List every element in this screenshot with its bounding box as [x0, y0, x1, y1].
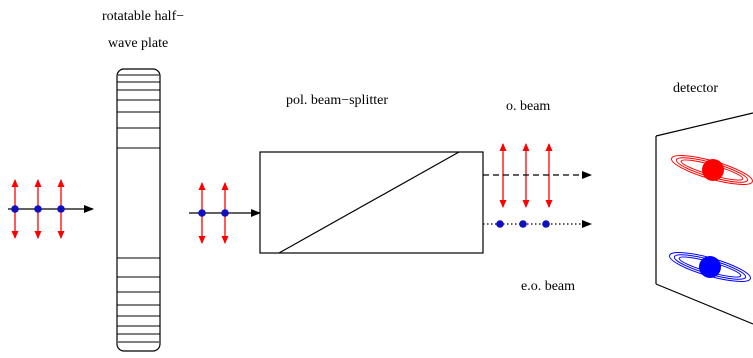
middle-dots — [198, 209, 229, 217]
beam-splitter — [259, 151, 484, 254]
o-beam-polarization-arrows-icon — [499, 143, 553, 208]
red-spot-icon — [671, 155, 753, 185]
half-wave-plate — [116, 68, 161, 352]
blue-spot-icon — [669, 252, 751, 282]
splitter-label: pol. beam−splitter — [286, 93, 388, 108]
eo-beam-label: e.o. beam — [521, 279, 575, 294]
input-dots — [11, 205, 65, 213]
o-beam-label: o. beam — [506, 99, 550, 114]
eo-beam-dots-icon — [496, 220, 550, 228]
detector — [655, 112, 753, 325]
input-polarization-arrows-icon — [11, 179, 65, 239]
waveplate-label-line2: wave plate — [108, 36, 168, 51]
middle-polarization-arrows-icon — [198, 182, 229, 244]
detector-label: detector — [673, 81, 718, 96]
waveplate-label-line1: rotatable half− — [102, 9, 184, 24]
